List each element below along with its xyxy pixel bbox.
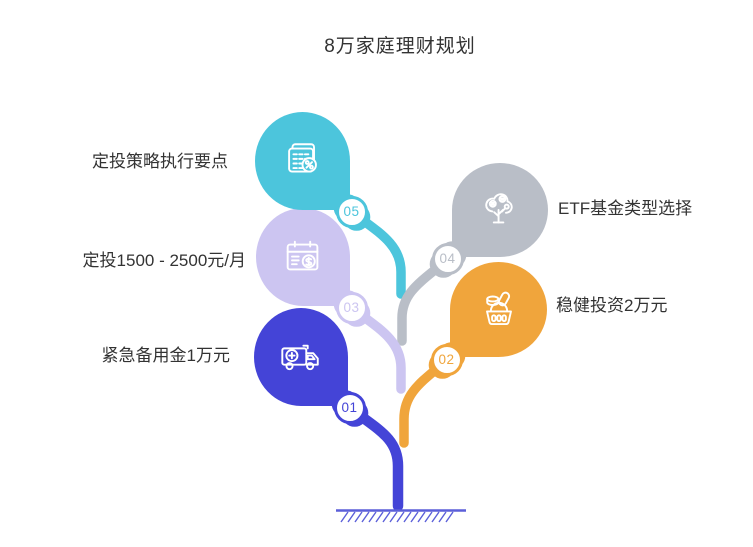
node-label-stable-investment: 稳健投资2万元	[556, 296, 668, 315]
node-label-emergency-fund: 紧急备用金1万元	[101, 346, 230, 365]
badge-02-number: 02	[438, 352, 455, 367]
badge-03-number: 03	[343, 300, 360, 315]
badge-01-number: 01	[341, 400, 358, 415]
badge-01: 01	[333, 391, 366, 424]
ambulance-icon	[281, 344, 319, 371]
calendar-money-icon	[286, 240, 319, 271]
badge-03: 03	[335, 291, 368, 324]
page-title: 8万家庭理财规划	[324, 36, 476, 57]
basket-icon	[485, 291, 512, 325]
badge-04: 04	[431, 242, 464, 275]
leaf-etf-selection	[452, 163, 548, 257]
badge-05-number: 05	[343, 204, 360, 219]
leaf-stable-investment	[450, 262, 547, 357]
leaf-monthly-invest	[256, 208, 350, 306]
badge-04-number: 04	[439, 251, 456, 266]
badge-05: 05	[335, 195, 368, 228]
ground-hatching	[340, 511, 454, 523]
badge-02: 02	[430, 343, 463, 376]
money-tree-icon	[485, 193, 513, 224]
node-label-monthly-invest: 定投1500 - 2500元/月	[82, 251, 246, 270]
node-label-strategy-points: 定投策略执行要点	[92, 152, 228, 171]
leaf-strategy-points	[255, 112, 350, 210]
report-percent-icon	[287, 143, 317, 173]
node-label-etf-selection: ETF基金类型选择	[558, 199, 693, 218]
leaf-emergency-fund	[254, 308, 348, 406]
